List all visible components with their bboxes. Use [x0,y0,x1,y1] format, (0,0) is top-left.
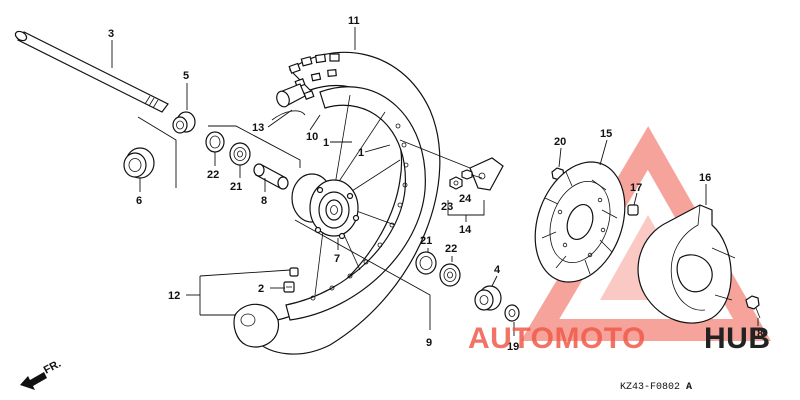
callout-15: 15 [600,128,612,140]
callout-18: 18 [751,328,763,340]
watermark-word-1: AUTOMOTO [468,322,646,355]
callout-14: 14 [459,224,472,236]
watermark-word-2: HUB [704,322,771,355]
direction-label: FR. [42,358,63,377]
callout-20: 20 [554,136,566,148]
callout-1-b: 1 [358,147,364,159]
callout-3: 3 [108,28,114,40]
speedometer-gear-part [469,157,504,191]
callout-11: 11 [348,15,360,27]
callout-7: 7 [334,253,340,265]
screw-18-part [745,295,761,319]
bearing-22-right [439,263,461,287]
bearing-21-right [415,251,437,275]
callout-2: 2 [258,283,264,295]
callout-9: 9 [426,337,432,349]
callout-5: 5 [183,70,189,82]
callout-12: 12 [168,290,180,302]
spoke-nipple-part [283,267,299,293]
callout-19: 19 [507,341,519,353]
callout-16: 16 [699,172,711,184]
dust-seal-part [123,147,155,179]
callout-1-a: 1 [323,137,329,149]
callout-4: 4 [494,264,501,276]
arrow-left-icon [20,372,47,390]
callout-21-right: 21 [420,235,432,247]
callout-21-left: 21 [230,181,242,193]
callout-8: 8 [261,195,267,207]
bearing-22-left [205,131,225,153]
hub-part [291,173,360,240]
axle-part [14,30,169,113]
watermark-text: AUTOMOTO HUB [468,322,771,355]
dust-seal-right-part [504,304,520,322]
disc-cover-part [637,204,736,324]
callout-23: 23 [441,201,453,213]
brake-disc-part [534,161,626,283]
callout-17: 17 [630,182,642,194]
callout-22-left: 22 [207,169,219,181]
callout-6: 6 [136,195,142,207]
tire-part [254,51,441,355]
distance-collar-part [253,163,289,190]
callout-13: 13 [252,122,264,134]
callout-10: 10 [306,131,318,143]
collar-part [172,111,196,134]
rim-part [233,86,426,348]
leader-lines [111,27,759,336]
front-direction-marker: FR. [20,358,63,390]
drawing-code-text: KZ43-F0802 [620,382,680,393]
callout-24: 24 [459,193,472,205]
drawing-code-suffix: A [686,382,692,393]
bolt-17-part [627,204,639,216]
nut-23-part [449,176,463,190]
bolt-24-part [461,169,483,180]
callout-22-right: 22 [445,243,457,255]
rim-band-part [271,110,306,121]
drawing-code: KZ43-F0802 A [620,382,692,393]
collar-right-part [474,285,502,311]
bearing-21-left [229,142,251,166]
callout-labels: 3 5 6 22 21 8 11 13 10 1 1 7 12 2 9 21 2… [108,15,763,353]
